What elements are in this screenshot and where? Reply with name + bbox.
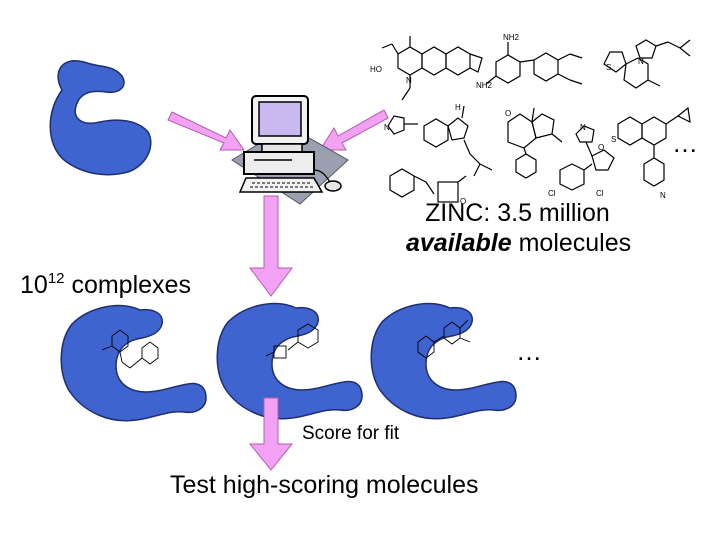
label-ho: HO: [370, 65, 382, 74]
computer-icon: [231, 95, 349, 205]
available-emphasis: available: [406, 229, 512, 257]
docked-ligand-3: [417, 319, 471, 359]
label-n: N: [406, 76, 412, 85]
zinc-library-count: ZINC: 3.5 million: [425, 199, 610, 227]
molecule-pyrazolodiazepine: [507, 107, 563, 179]
molecule-quinolone: [381, 36, 483, 101]
molecule-thienodiazepine: [603, 39, 691, 89]
label-n-5: N: [660, 191, 666, 200]
complex-count-base: 10: [20, 271, 48, 299]
complex-1: [60, 304, 207, 422]
complex-3: [370, 302, 517, 420]
label-nh2-2: NH2: [476, 81, 493, 90]
molecules-word: molecules: [511, 229, 632, 257]
protein-target: [49, 59, 152, 176]
label-cl: Cl: [548, 189, 556, 198]
complex-2: [216, 302, 363, 420]
molecule-indole: [387, 105, 493, 177]
molecule-library: [381, 36, 691, 203]
docked-ligand-1: [101, 329, 159, 369]
label-s-2: S: [611, 135, 616, 144]
docked-ligand-2: [265, 323, 319, 359]
score-label: Score for fit: [302, 423, 400, 444]
label-o-2: O: [598, 143, 604, 152]
arrow-library-to-computer: [319, 109, 389, 151]
label-n-4: N: [580, 123, 586, 132]
complex-count-label: complexes: [64, 271, 191, 299]
molecule-thiopyranopyrimidine: [617, 106, 691, 187]
label-n-2: N: [638, 57, 644, 66]
label-cl-2: Cl: [596, 189, 604, 198]
arrow-protein-to-computer: [167, 111, 245, 151]
complex-count: 1012 complexes: [20, 270, 191, 300]
complexes-ellipsis: …: [516, 336, 545, 366]
molecule-dioxolane: [559, 125, 615, 191]
complex-count-exponent: 12: [47, 270, 65, 287]
zinc-available-molecules: available molecules: [406, 228, 631, 258]
molecule-pyrimidine: [485, 42, 583, 85]
molecule-cyclohexyl-azetidinone: [389, 168, 467, 203]
label-s: S: [606, 63, 611, 72]
label-n-3: N: [384, 123, 390, 132]
result-label: Test high-scoring molecules: [170, 471, 479, 499]
library-ellipsis: …: [672, 128, 701, 158]
label-o: O: [505, 109, 511, 118]
molecule-atom-labels: HO NH2 NH2 N S N H N O N O Cl Cl S N O: [370, 33, 666, 206]
label-h: H: [455, 103, 461, 112]
arrow-computer-to-complexes: [249, 195, 293, 297]
label-o-3: O: [460, 197, 466, 206]
arrow-complexes-to-test: [248, 397, 294, 471]
label-nh2: NH2: [503, 33, 520, 42]
